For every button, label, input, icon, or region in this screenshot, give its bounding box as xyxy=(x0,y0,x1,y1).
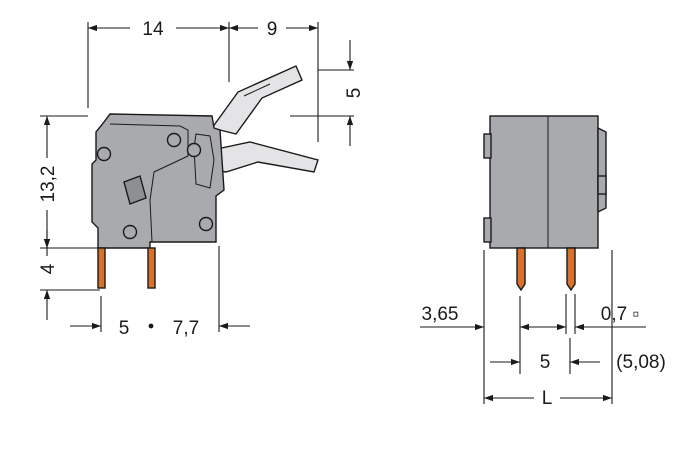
hole-top-left xyxy=(96,146,112,162)
latch-bottom-left xyxy=(483,217,492,243)
dim-lever-reach-9: 9 xyxy=(267,19,278,40)
solder-pin-left xyxy=(97,247,106,289)
hole-bottom-left xyxy=(122,224,138,240)
housing-step-line xyxy=(109,123,189,243)
dim-width-14: 14 xyxy=(142,19,164,40)
solder-pin-front-right xyxy=(566,247,576,292)
dim-offset-7-7: 7,7 xyxy=(173,318,199,339)
dim-pin-length-4: 4 xyxy=(38,263,59,274)
actuation-lever xyxy=(210,65,319,173)
dim-length-L: L xyxy=(542,388,553,409)
entry-slot xyxy=(123,175,147,205)
solder-pin-right xyxy=(147,247,156,289)
dim-front-pitch-alt: (5,08) xyxy=(616,352,666,373)
lever-arm-lower xyxy=(211,141,319,173)
dim-edge-3-65: 3,65 xyxy=(422,304,459,325)
front-dimension-lines xyxy=(458,323,612,402)
housing-side xyxy=(91,113,225,249)
lever-arm-upper xyxy=(210,65,303,135)
latch-right xyxy=(597,126,607,214)
dim-lever-height-5: 5 xyxy=(344,88,365,99)
pitch-reference-dot xyxy=(148,323,154,329)
front-view: 3,65 0,7 ▫ 5 (5,08) L xyxy=(420,115,666,409)
dim-pitch-5: 5 xyxy=(119,318,130,339)
dim-height-13-2: 13,2 xyxy=(38,166,59,203)
housing-front-body xyxy=(489,115,599,249)
side-view: 14 9 5 13,2 4 5 7,7 xyxy=(38,19,365,339)
solder-pin-front-left xyxy=(516,247,526,292)
latch-top-left xyxy=(483,133,492,159)
hole-bottom-right xyxy=(198,216,214,232)
dim-pin-square-0-7: 0,7 ▫ xyxy=(601,304,639,325)
hole-top-mid xyxy=(166,132,182,148)
lever-fold-line xyxy=(243,83,271,97)
housing-front xyxy=(483,115,607,249)
latch-right-small xyxy=(597,175,607,195)
hole-top-right xyxy=(186,142,202,158)
dim-front-pitch-5: 5 xyxy=(540,352,551,373)
side-dimension-lines xyxy=(43,24,354,330)
